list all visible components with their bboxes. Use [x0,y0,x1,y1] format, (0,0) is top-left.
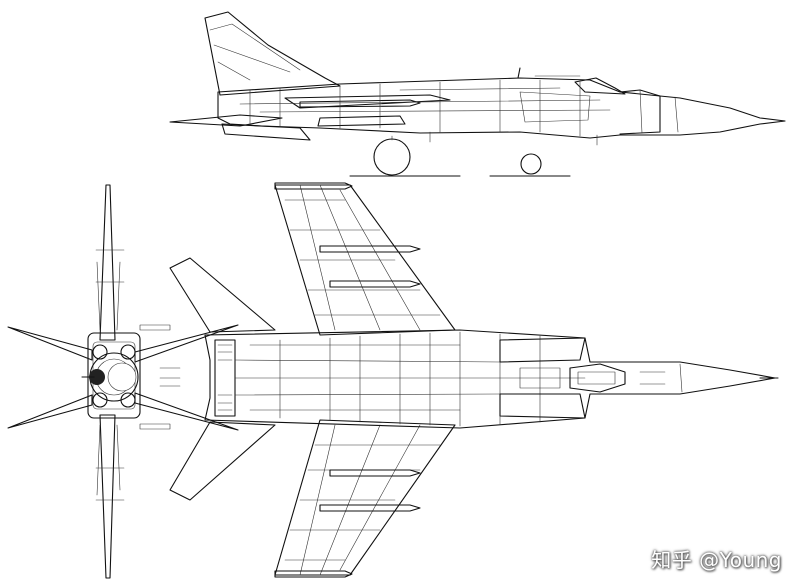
side-tail-panel [213,44,291,81]
side-wing [284,94,451,109]
top-lower-wing [274,419,456,576]
top-missile-5 [319,504,421,512]
front-fin-lower [99,414,116,579]
side-vertical-tail [204,11,341,96]
top-view [169,182,779,578]
front-left-duct-lower [92,392,108,408]
front-view [7,184,239,579]
front-right-wing-lower [134,392,239,431]
top-missile-2 [319,245,421,253]
side-main-wheel [373,138,411,176]
front-fin-upper [99,184,116,341]
front-right-duct-lower [120,392,136,408]
side-intake [619,89,661,135]
front-left-duct [92,344,108,360]
side-nose-cone [674,96,679,133]
top-nozzles [214,339,236,417]
side-antenna [517,67,521,79]
side-nose-wheel [520,153,542,175]
side-ventral-fin [221,123,311,141]
front-left-wing [7,326,93,361]
watermark-text: 知乎 @Young [651,548,782,572]
top-lower-intake [499,393,586,419]
side-view [169,11,786,177]
top-missile-1 [274,182,353,190]
front-fuselage [87,332,141,419]
side-missile [299,99,421,108]
top-canopy [569,363,626,393]
front-right-duct [120,344,136,360]
front-left-wing-lower [7,394,93,429]
top-upper-stab [169,257,276,333]
top-fuselage [204,329,776,429]
side-pylon [317,115,406,127]
top-upper-intake [499,337,586,363]
side-tail-rudder [209,23,301,71]
front-right-wing [134,324,239,363]
top-missile-4 [329,469,421,477]
top-missile-3 [329,280,421,288]
side-horizontal-stab [169,114,283,127]
side-canopy [574,77,626,95]
top-lower-stab [169,421,276,501]
top-missile-6 [274,570,353,578]
